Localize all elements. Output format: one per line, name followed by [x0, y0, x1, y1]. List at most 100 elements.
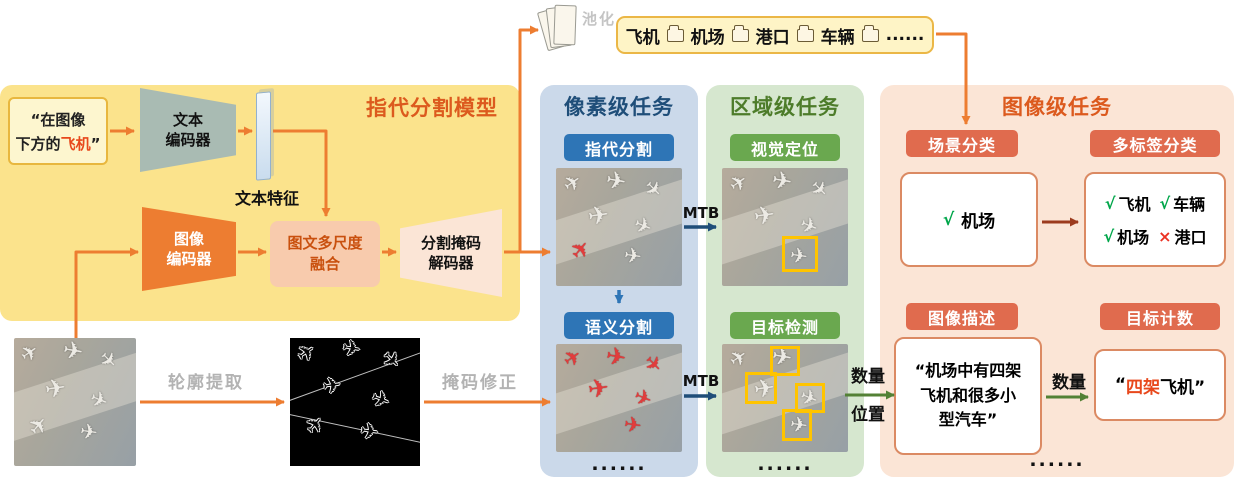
segmented-plane-icon: ✈ [622, 412, 644, 439]
text-encoder-block: 文本 编码器 [140, 88, 236, 172]
multiscale-fusion-block: 图文多尺度 融合 [270, 221, 380, 287]
text-query-box: “在图像 下方的飞机” [8, 97, 108, 165]
fusion-label: 图文多尺度 [287, 234, 363, 252]
folder-icon [731, 24, 749, 42]
semantic-segmentation-image: ✈ ✈ ✈ ✈ ✈ ✈ [556, 344, 682, 452]
count-rest: 飞机” [1160, 377, 1206, 398]
pooling-label: 池化 [582, 10, 617, 28]
cross-icon: × [1158, 226, 1172, 246]
check-icon: √ [1159, 193, 1171, 213]
object-detection-image: ✈ ✈ ✈ ✈ ✈ [722, 344, 848, 452]
region-panel-title: 区域级任务 [730, 95, 840, 119]
multilabel-classification-label: 多标签分类 [1090, 130, 1220, 157]
check-icon: √ [1103, 226, 1115, 246]
image-captioning-label: 图像描述 [906, 303, 1018, 330]
fusion-label: 融合 [309, 255, 340, 273]
query-line1: “在图像 [10, 108, 106, 132]
segmented-plane-icon: ✈ [557, 344, 587, 374]
plane-icon: ✈ [723, 344, 753, 374]
query-text: “在图像 [30, 111, 86, 129]
plane-outline-icon: ✈ [292, 338, 322, 370]
visual-grounding-label: 视觉定位 [730, 134, 840, 161]
folder-icon [666, 24, 684, 42]
quantity-note-2: 数量 [1052, 373, 1086, 393]
query-line2: 下方的飞机” [10, 132, 106, 156]
image-encoder-label: 编码器 [166, 250, 212, 268]
plane-icon: ✈ [622, 242, 644, 269]
decoder-label: 分割掩码 [420, 233, 481, 252]
text-encoder-label: 文本 [172, 110, 203, 129]
referring-segmentation-image: ✈ ✈ ✈ ✈ ✈ ✈ ✈ [556, 168, 682, 286]
object-counting-label: 目标计数 [1100, 303, 1220, 330]
mask-refinement-label: 掩码修正 [442, 373, 518, 393]
caption-result-box: “机场中有四架飞机和很多小型汽车” [894, 337, 1042, 455]
multilabel-item: 机场 [1117, 228, 1150, 247]
check-icon: √ [1104, 193, 1116, 213]
mask-decoder-block: 分割掩码 解码器 [400, 209, 502, 297]
text-encoder-label: 编码器 [165, 131, 211, 149]
pixel-level-tasks-panel: 像素级任务 指代分割 ✈ ✈ ✈ ✈ ✈ ✈ ✈ 语义分割 ✈ ✈ ✈ ✈ ✈ … [540, 85, 698, 477]
folder-icon [861, 24, 879, 42]
plane-icon: ✈ [604, 168, 629, 197]
segmented-plane-icon: ✈ [585, 373, 611, 405]
input-aerial-image: ✈ ✈ ✈ ✈ ✈ ✈ ✈ [14, 338, 136, 466]
arrow-decoder-to-pooling [518, 25, 539, 252]
plane-icon: ✈ [723, 168, 753, 198]
semantic-segmentation-label: 语义分割 [564, 312, 674, 339]
contour-image: ✈ ✈ ✈ ✈ ✈ ✈ ✈ [290, 338, 420, 466]
object-detection-label: 目标检测 [730, 312, 840, 339]
image-panel-title: 图像级任务 [1002, 95, 1112, 119]
category-list-box: 飞机 机场 港口 车辆 ...... [616, 16, 934, 54]
pixel-panel-title: 像素级任务 [564, 95, 674, 119]
query-highlight-text: 飞机 [60, 135, 91, 153]
image-panel-ellipsis: ...... [1029, 449, 1085, 471]
region-panel-ellipsis: ...... [757, 453, 813, 475]
check-icon: √ [942, 209, 955, 230]
multilabel-row: √ 飞机 √ 车辆 [1105, 191, 1205, 215]
image-encoder-block: 图像 编码器 [142, 207, 236, 291]
plane-icon: ✈ [751, 200, 777, 232]
query-text: 下方的 [15, 135, 61, 153]
plane-outline-icon: ✈ [340, 338, 363, 364]
visual-grounding-image: ✈ ✈ ✈ ✈ ✈ ✈ [722, 168, 848, 286]
region-level-tasks-panel: 区域级任务 视觉定位 ✈ ✈ ✈ ✈ ✈ ✈ 目标检测 ✈ ✈ ✈ ✈ ✈ ..… [706, 85, 864, 477]
position-note: 位置 [851, 405, 885, 425]
plane-outline-icon: ✈ [375, 344, 406, 376]
text-feature-bar [256, 91, 271, 181]
plane-icon: ✈ [585, 200, 611, 232]
segmented-plane-icon: ✈ [604, 344, 629, 373]
referring-segmentation-label: 指代分割 [564, 134, 674, 161]
plane-outline-icon: ✈ [300, 410, 332, 441]
category-airplane: 飞机 [625, 27, 660, 48]
multilabel-item: 港口 [1174, 228, 1207, 247]
plane-outline-icon: ✈ [358, 419, 381, 447]
plane-icon: ✈ [78, 419, 100, 446]
contour-extraction-label: 轮廓提取 [168, 373, 244, 393]
scene-classification-label: 场景分类 [906, 130, 1018, 157]
multilabel-item: 飞机 [1118, 195, 1151, 214]
grounding-bbox [782, 236, 819, 273]
image-encoder-label: 图像 [173, 229, 204, 248]
plane-outline-icon: ✈ [366, 385, 394, 417]
plane-outline-icon: ✈ [320, 373, 343, 401]
detection-bbox [769, 346, 800, 377]
scene-result-text: 机场 [961, 212, 996, 232]
mtb-bottom-label: MTB [682, 372, 720, 390]
count-quote: “ [1114, 375, 1126, 395]
category-harbor: 港口 [755, 27, 790, 48]
stack-card-icon [553, 4, 577, 46]
image-level-tasks-panel: 图像级任务 场景分类 √ 机场 多标签分类 √ 飞机 √ 车辆 √ 机场 × 港… [880, 85, 1234, 477]
detection-bbox [744, 372, 777, 405]
pixel-panel-ellipsis: ...... [591, 453, 647, 475]
mtb-top-label: MTB [682, 204, 720, 222]
query-text: ” [90, 135, 101, 153]
count-highlight: 四架 [1126, 377, 1160, 398]
decoder-label: 解码器 [428, 254, 474, 272]
count-result-box: “四架飞机” [1094, 349, 1226, 421]
quantity-note: 数量 [851, 367, 885, 387]
plane-icon: ✈ [557, 168, 587, 198]
plane-icon: ✈ [60, 338, 86, 367]
category-ellipsis: ...... [885, 25, 925, 45]
multilabel-item: 车辆 [1173, 195, 1206, 214]
